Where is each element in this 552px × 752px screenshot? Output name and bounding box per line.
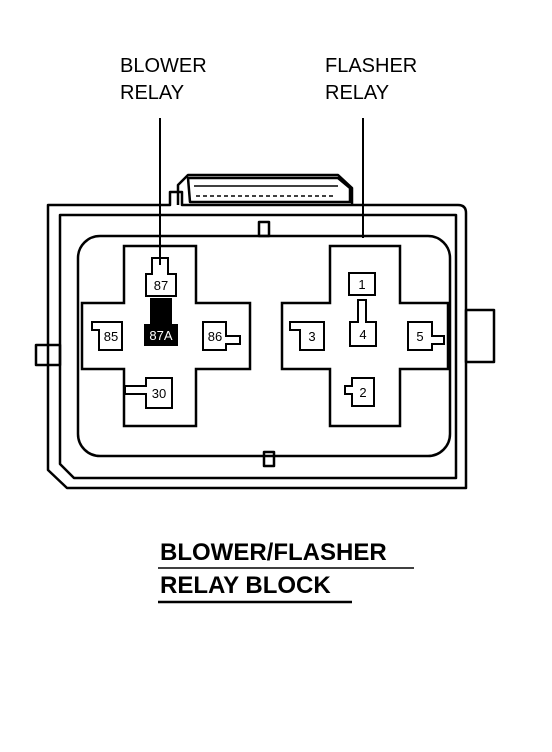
left-tab [34,343,62,367]
diagram-title-line-1: BLOWER/FLASHER [160,539,387,566]
blower-relay-socket [80,244,252,428]
pin-3: 3 [308,329,315,344]
pin-87a-box [144,324,178,346]
flasher-relay-callout: FLASHER RELAY [325,55,423,104]
pin-86: 86 [208,329,222,344]
housing-outer [46,190,468,490]
right-tab [464,308,496,364]
pin-87a: 87A [149,328,172,343]
pin-87: 87 [154,278,168,293]
pin-1: 1 [358,277,365,292]
pin-2: 2 [359,385,366,400]
pin-87a-body [150,298,172,326]
housing-inner [58,213,458,480]
pin-5: 5 [416,329,423,344]
blower-relay-callout: BLOWER RELAY [120,55,212,104]
diagram-title-line-2: RELAY BLOCK [160,572,331,599]
top-latch [176,173,354,205]
pin-85: 85 [104,329,118,344]
inner-cavity [76,234,452,458]
pin-4: 4 [359,327,366,342]
flasher-relay-socket [280,244,450,428]
pin-30: 30 [152,386,166,401]
